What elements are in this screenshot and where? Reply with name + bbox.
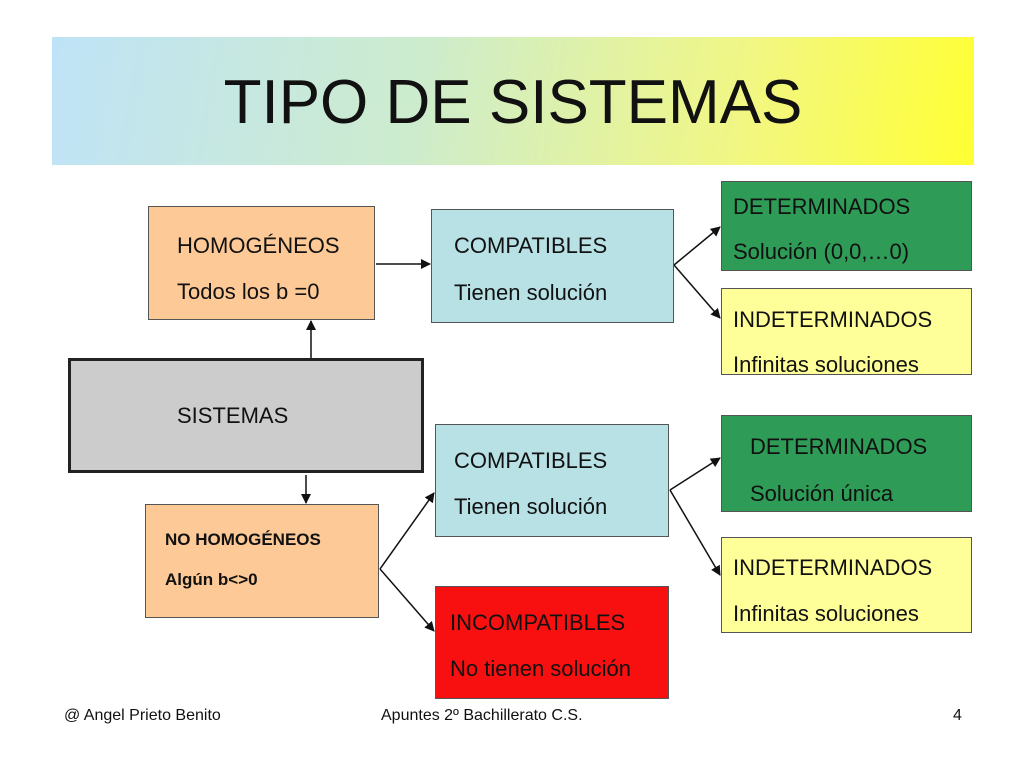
homogeneos-box: HOMOGÉNEOS Todos los b =0 <box>148 206 375 320</box>
compatibles-bottom-title: COMPATIBLES <box>454 448 608 473</box>
compatibles-top-title: COMPATIBLES <box>454 233 608 258</box>
determinados-top-description: Solución (0,0,…0) <box>733 239 910 264</box>
arrow-no-homogeneos-to-compatibles <box>379 492 435 570</box>
homogeneos-title: HOMOGÉNEOS <box>177 233 340 258</box>
arrow-compatibles-to-determinados-bottom <box>669 457 721 491</box>
arrow-compatibles-to-indeterminados-top <box>673 264 721 319</box>
footer-author: @ Angel Prieto Benito <box>64 707 221 724</box>
title-banner: TIPO DE SISTEMAS <box>52 37 974 165</box>
determinados-bottom-box: DETERMINADOS Solución única <box>721 415 972 512</box>
determinados-bottom-title: DETERMINADOS <box>750 434 928 459</box>
incompatibles-box: INCOMPATIBLES No tienen solución <box>435 586 669 699</box>
determinados-top-title: DETERMINADOS <box>733 194 911 219</box>
footer-page-number: 4 <box>953 707 962 724</box>
arrow-compatibles-to-determinados-top <box>673 226 721 266</box>
determinados-bottom-description: Solución única <box>750 481 894 506</box>
incompatibles-description: No tienen solución <box>450 656 632 681</box>
determinados-top-box: DETERMINADOS Solución (0,0,…0) <box>721 181 972 271</box>
no-homogeneos-box: NO HOMOGÉNEOS Algún b<>0 <box>145 504 379 618</box>
arrow-no-homogeneos-to-incompatibles <box>379 568 435 632</box>
indeterminados-bottom-box: INDETERMINADOS Infinitas soluciones <box>721 537 972 633</box>
sistemas-box: SISTEMAS <box>68 358 424 473</box>
slide-title: TIPO DE SISTEMAS <box>223 68 803 137</box>
footer-course: Apuntes 2º Bachillerato C.S. <box>381 707 583 724</box>
arrow-compatibles-to-indeterminados-bottom <box>669 489 721 576</box>
no-homogeneos-title: NO HOMOGÉNEOS <box>165 530 321 549</box>
indeterminados-bottom-title: INDETERMINADOS <box>733 555 933 580</box>
homogeneos-description: Todos los b =0 <box>177 279 320 304</box>
compatibles-top-box: COMPATIBLES Tienen solución <box>431 209 674 323</box>
compatibles-top-description: Tienen solución <box>454 280 608 305</box>
indeterminados-bottom-description: Infinitas soluciones <box>733 601 919 626</box>
indeterminados-top-title: INDETERMINADOS <box>733 307 933 332</box>
sistemas-label: SISTEMAS <box>177 403 289 428</box>
compatibles-bottom-box: COMPATIBLES Tienen solución <box>435 424 669 537</box>
indeterminados-top-description: Infinitas soluciones <box>733 352 919 377</box>
no-homogeneos-description: Algún b<>0 <box>165 570 258 589</box>
compatibles-bottom-description: Tienen solución <box>454 494 608 519</box>
incompatibles-title: INCOMPATIBLES <box>450 610 626 635</box>
indeterminados-top-box: INDETERMINADOS Infinitas soluciones <box>721 288 972 377</box>
